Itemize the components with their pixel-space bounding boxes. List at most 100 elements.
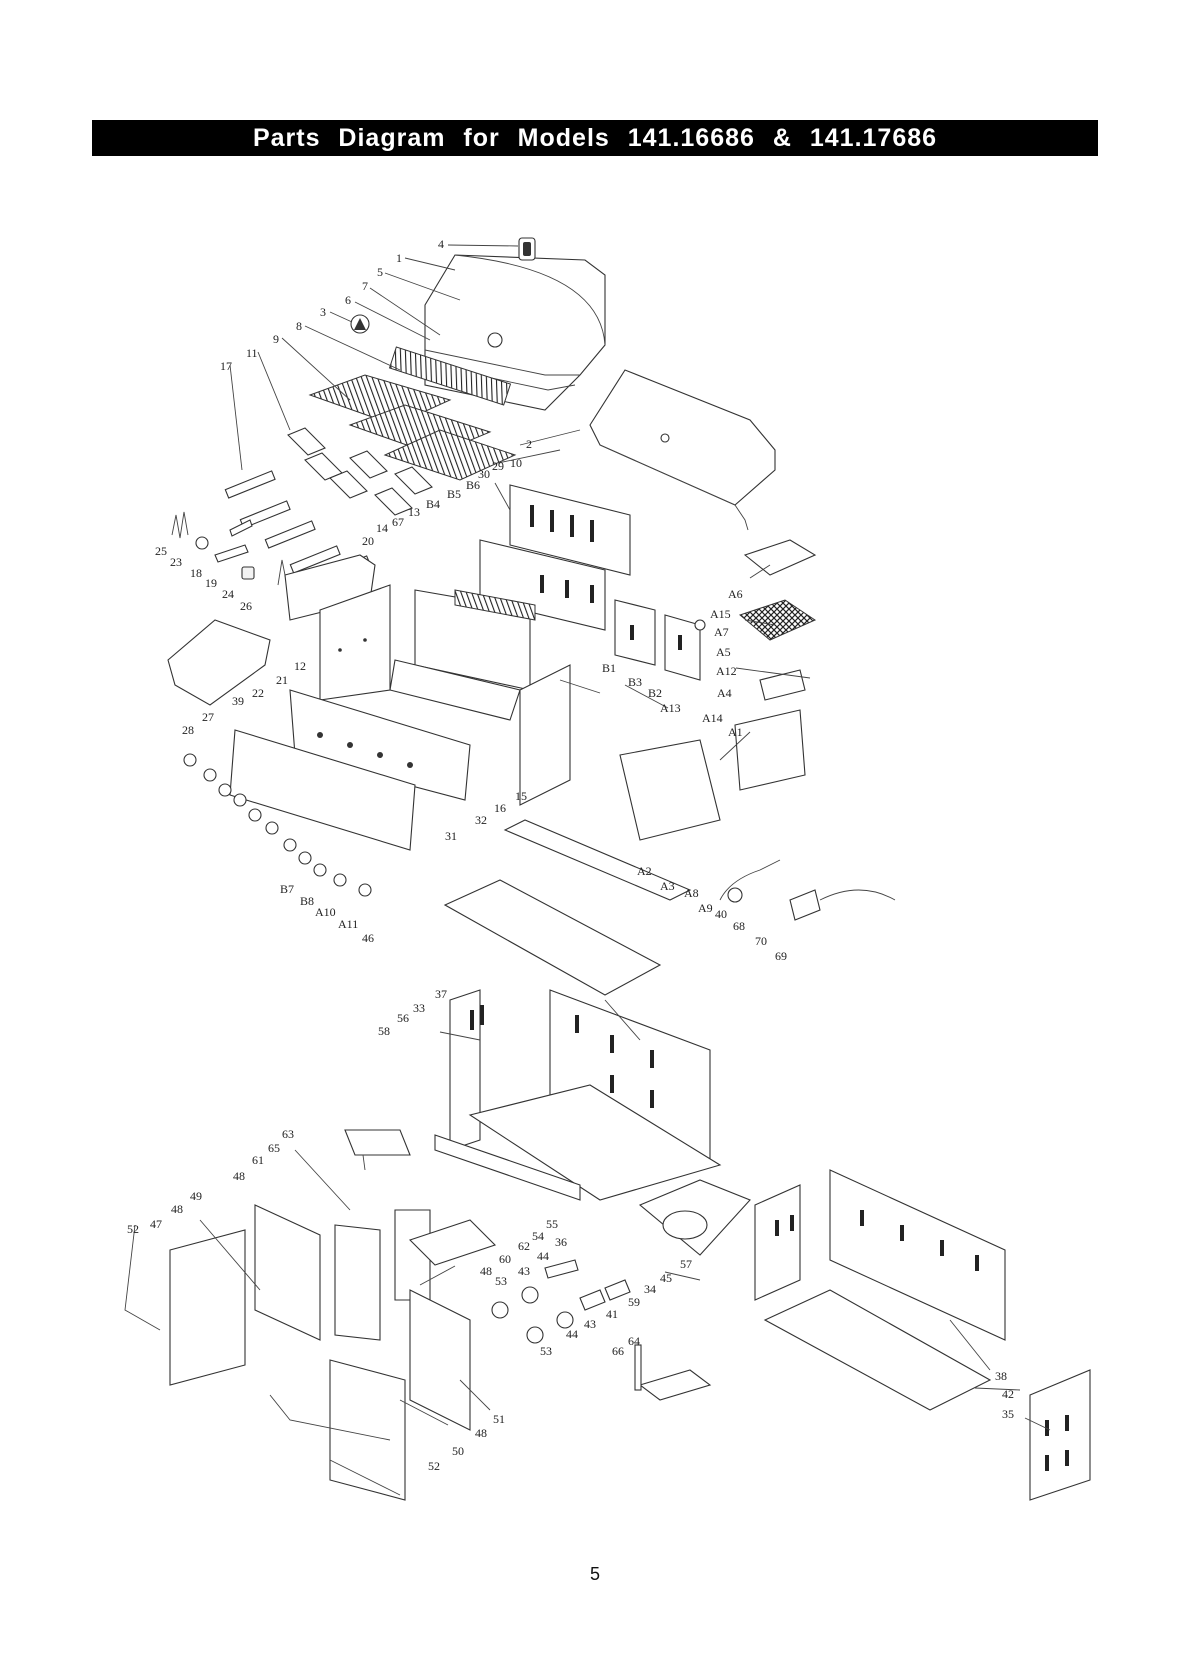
cart-doors xyxy=(169,1129,497,1501)
label-62: 62 xyxy=(518,1239,530,1253)
label-10: 10 xyxy=(510,456,522,470)
label-48: 48 xyxy=(233,1169,245,1183)
label-36: 36 xyxy=(555,1235,567,1249)
label-69: 69 xyxy=(775,949,787,963)
side-burner-cabinet xyxy=(638,1169,1091,1501)
label-A8: A8 xyxy=(684,886,699,900)
label-1: 1 xyxy=(396,251,402,265)
label-48: 48 xyxy=(475,1426,487,1440)
page-number: 5 xyxy=(589,1564,600,1584)
label-49: 49 xyxy=(190,1189,202,1203)
label-53: 53 xyxy=(495,1274,507,1288)
label-A14: A14 xyxy=(702,711,723,725)
label-48: 48 xyxy=(171,1202,183,1216)
firebox xyxy=(389,589,571,806)
label-B7: B7 xyxy=(280,882,294,896)
label-17: 17 xyxy=(220,359,232,373)
control-knobs xyxy=(183,753,372,897)
page-title: Parts Diagram for Models 141.16686 & 141… xyxy=(252,123,938,152)
label-45: 45 xyxy=(660,1271,672,1285)
label-25: 25 xyxy=(155,544,167,558)
label-57: 57 xyxy=(680,1257,692,1271)
label-52: 52 xyxy=(127,1222,139,1236)
label-59: 59 xyxy=(628,1295,640,1309)
label-54: 54 xyxy=(532,1229,544,1243)
side-burner-parts xyxy=(619,539,817,841)
label-70: 70 xyxy=(755,934,767,948)
label-A9: A9 xyxy=(698,901,713,915)
label-60: 60 xyxy=(499,1252,511,1266)
side-burner-lid xyxy=(589,369,776,531)
label-12: 12 xyxy=(294,659,306,673)
label-40: 40 xyxy=(715,907,727,921)
warming-rack xyxy=(388,346,512,406)
label-43: 43 xyxy=(518,1264,530,1278)
label-16: 16 xyxy=(494,801,506,815)
label-67: 67 xyxy=(392,515,404,529)
casters xyxy=(491,1286,574,1344)
label-53: 53 xyxy=(540,1344,552,1358)
label-58: 58 xyxy=(378,1024,390,1038)
label-27: 27 xyxy=(202,710,214,724)
side-panels xyxy=(614,599,701,681)
label-48: 48 xyxy=(480,1264,492,1278)
label-51: 51 xyxy=(493,1412,505,1426)
label-11: 11 xyxy=(246,346,258,360)
label-8: 8 xyxy=(296,319,302,333)
label-39: 39 xyxy=(232,694,244,708)
label-29: 29 xyxy=(492,459,504,473)
label-21: 21 xyxy=(276,673,288,687)
label-41: 41 xyxy=(606,1307,618,1321)
label-37: 37 xyxy=(435,987,447,1001)
label-34: 34 xyxy=(644,1282,656,1296)
label-A5: A5 xyxy=(716,645,731,659)
label-A2: A2 xyxy=(637,864,652,878)
label-A4: A4 xyxy=(717,686,732,700)
label-33: 33 xyxy=(413,1001,425,1015)
label-A6: A6 xyxy=(728,587,743,601)
label-46: 46 xyxy=(362,931,374,945)
heat-shields xyxy=(284,554,391,701)
label-42: 42 xyxy=(1002,1387,1014,1401)
label-47: 47 xyxy=(150,1217,162,1231)
label-31: 31 xyxy=(445,829,457,843)
label-6: 6 xyxy=(345,293,351,307)
label-24: 24 xyxy=(222,587,234,601)
label-3: 3 xyxy=(320,305,326,319)
label-52: 52 xyxy=(428,1459,440,1473)
cart-handles xyxy=(124,1224,391,1441)
thermometer xyxy=(350,314,370,334)
lid-handle xyxy=(518,237,536,261)
cart-frame xyxy=(434,989,722,1201)
drip-tray xyxy=(443,819,692,996)
label-61: 61 xyxy=(252,1153,264,1167)
label-9: 9 xyxy=(273,332,279,346)
label-44: 44 xyxy=(566,1327,578,1341)
label-A10: A10 xyxy=(315,905,336,919)
igniter-parts xyxy=(171,511,287,586)
label-56: 56 xyxy=(397,1011,409,1025)
callout-labels: 4 1 5 7 6 3 8 9 11 17 2 10 30 29 B6 B5 B… xyxy=(127,237,1014,1473)
label-A13: A13 xyxy=(660,701,681,715)
control-panel xyxy=(229,689,471,851)
label-63: 63 xyxy=(282,1127,294,1141)
label-43: 43 xyxy=(584,1317,596,1331)
label-15: 15 xyxy=(515,789,527,803)
door-brackets xyxy=(544,1259,712,1401)
label-30: 30 xyxy=(478,467,490,481)
label-B5: B5 xyxy=(447,487,461,501)
label-A3: A3 xyxy=(660,879,675,893)
label-4: 4 xyxy=(438,237,444,251)
label-B3: B3 xyxy=(628,675,642,689)
label-55: 55 xyxy=(546,1217,558,1231)
label-B4: B4 xyxy=(426,497,440,511)
label-68: 68 xyxy=(733,919,745,933)
label-50: 50 xyxy=(452,1444,464,1458)
label-B2: B2 xyxy=(648,686,662,700)
cooking-grates xyxy=(308,374,517,481)
title-banner: Parts Diagram for Models 141.16686 & 141… xyxy=(92,120,1098,156)
label-44: 44 xyxy=(537,1249,549,1263)
flame-tamers xyxy=(287,427,433,516)
label-14: 14 xyxy=(376,521,388,535)
